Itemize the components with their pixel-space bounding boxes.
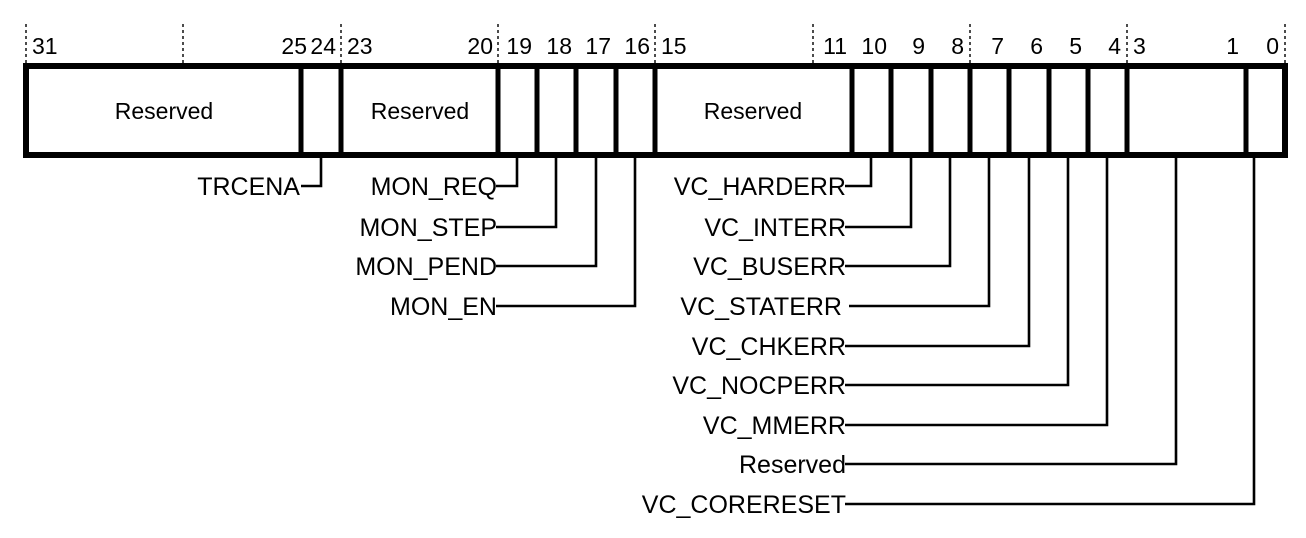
bit-number-11: 11 [823, 33, 847, 59]
bit-number-16: 16 [624, 33, 650, 59]
field-label-mon-en: MON_EN [390, 293, 497, 321]
bit-number-18: 18 [546, 33, 572, 59]
bit-number-row: 31 25 24 23 20 19 18 17 16 15 11 10 9 8 … [32, 33, 1279, 59]
leader-lines [301, 155, 1256, 506]
bit-number-19: 19 [506, 33, 532, 59]
field-label-mon-pend: MON_PEND [355, 253, 497, 281]
field-labels: TRCENA MON_REQ MON_STEP MON_PEND MON_EN … [197, 173, 846, 519]
leader-vc-chkerr [845, 155, 1031, 348]
leader-mon-step [496, 155, 558, 229]
bit-number-31: 31 [32, 33, 58, 59]
cell-dividers [298, 66, 1249, 155]
bit-number-17: 17 [585, 33, 611, 59]
leader-vc-harderr [845, 155, 873, 188]
leader-vc-interr [845, 155, 913, 229]
field-label-vc-nocperr: VC_NOCPERR [672, 372, 846, 400]
bit-number-9: 9 [912, 33, 925, 59]
leader-vc-mmerr [845, 155, 1109, 427]
bit-tick-marks [25, 24, 1286, 64]
leader-trcena [301, 155, 323, 188]
bit-number-4: 4 [1108, 33, 1121, 59]
bit-number-20: 20 [467, 33, 493, 59]
field-label-vc-buserr: VC_BUSERR [693, 253, 846, 281]
leader-mon-pend [496, 155, 598, 268]
field-label-vc-staterr: VC_STATERR [680, 293, 842, 321]
bit-number-24: 24 [310, 33, 336, 59]
bit-number-3: 3 [1133, 33, 1146, 59]
bit-number-7: 7 [991, 33, 1004, 59]
cell-label-reserved-31-25: Reserved [115, 98, 213, 124]
field-label-mon-step: MON_STEP [359, 214, 497, 242]
leader-mon-en [496, 155, 637, 308]
field-label-vc-harderr: VC_HARDERR [674, 173, 846, 201]
field-label-vc-corereset: VC_CORERESET [642, 491, 846, 519]
bit-number-23: 23 [347, 33, 373, 59]
register-box: Reserved Reserved Reserved [23, 63, 1288, 158]
bit-number-1: 1 [1226, 33, 1239, 59]
leader-vc-corereset [845, 155, 1256, 506]
cell-label-reserved-23-20: Reserved [371, 98, 469, 124]
bit-number-25: 25 [281, 33, 307, 59]
leader-reserved-3-1 [845, 155, 1178, 466]
bit-number-5: 5 [1069, 33, 1082, 59]
field-label-reserved-bit: Reserved [739, 451, 846, 479]
bit-number-10: 10 [861, 33, 887, 59]
leader-vc-staterr [849, 155, 991, 308]
field-label-vc-mmerr: VC_MMERR [703, 412, 846, 440]
cell-label-reserved-15-11: Reserved [704, 98, 802, 124]
cell-labels: Reserved Reserved Reserved [115, 98, 802, 124]
leader-vc-nocperr [845, 155, 1070, 387]
bit-number-6: 6 [1030, 33, 1043, 59]
field-label-vc-chkerr: VC_CHKERR [692, 333, 846, 361]
bit-number-15: 15 [661, 33, 687, 59]
leader-vc-buserr [845, 155, 952, 268]
leader-mon-req [496, 155, 519, 188]
bit-number-0: 0 [1266, 33, 1279, 59]
field-label-trcena: TRCENA [197, 173, 300, 201]
field-label-mon-req: MON_REQ [371, 173, 497, 201]
bit-number-8: 8 [951, 33, 964, 59]
field-label-vc-interr: VC_INTERR [704, 214, 846, 242]
